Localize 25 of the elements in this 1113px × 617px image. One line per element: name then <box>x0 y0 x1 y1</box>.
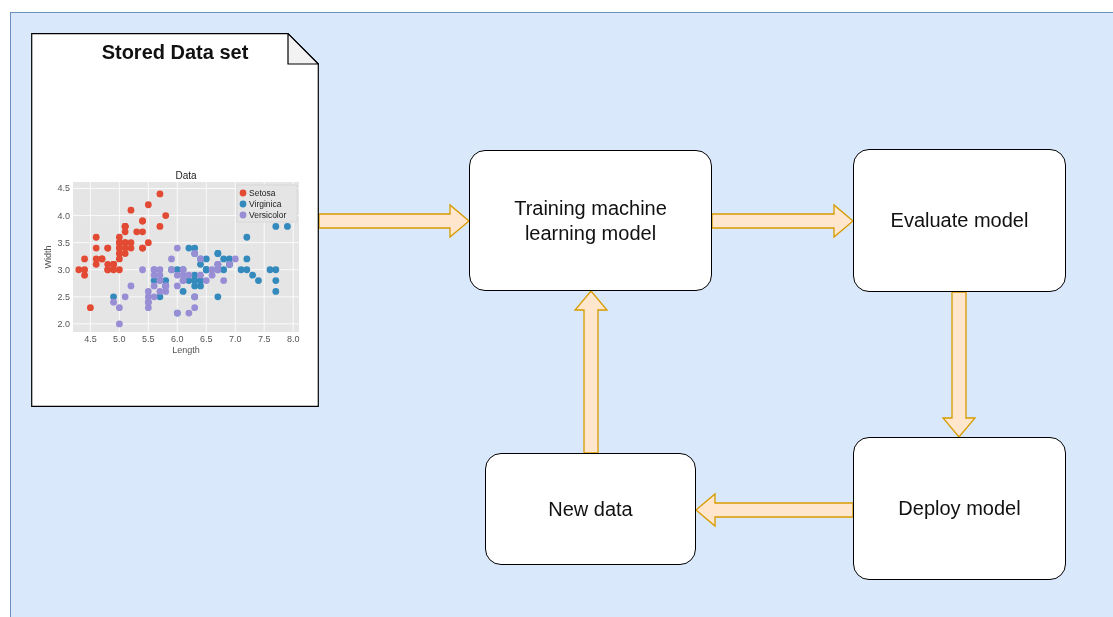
tick-label: 2.5 <box>57 291 70 302</box>
tick-label: 4.0 <box>57 210 70 221</box>
legend-label: Virginica <box>249 199 282 209</box>
document-title: Stored Data set <box>101 41 249 64</box>
tick-label: 4.5 <box>57 183 70 194</box>
tick-label: 7.5 <box>257 334 271 344</box>
axis-label: Length <box>172 345 200 355</box>
process-label: Evaluate model <box>889 208 1030 233</box>
chart-title: Data <box>175 170 197 181</box>
tick-label: 6.5 <box>200 334 213 344</box>
process-label: Deploy model <box>897 496 1022 521</box>
tick-label: 6.0 <box>171 334 184 344</box>
tick-label: 4.5 <box>84 334 97 344</box>
tick-label: 5.5 <box>142 334 155 344</box>
tick-label: 7.0 <box>229 334 242 344</box>
tick-label: 3.5 <box>57 237 70 248</box>
tick-label: 8.0 <box>286 334 300 344</box>
axis-label: Width <box>43 245 53 269</box>
tick-label: 2.0 <box>57 318 70 329</box>
process-label: New data <box>547 496 634 522</box>
process-label: Training machine learning model <box>513 195 668 246</box>
legend-label: Setosa <box>249 188 276 198</box>
tick-label: 5.0 <box>113 334 126 344</box>
legend-label: Versicolor <box>249 210 287 220</box>
tick-label: 3.0 <box>57 264 70 275</box>
